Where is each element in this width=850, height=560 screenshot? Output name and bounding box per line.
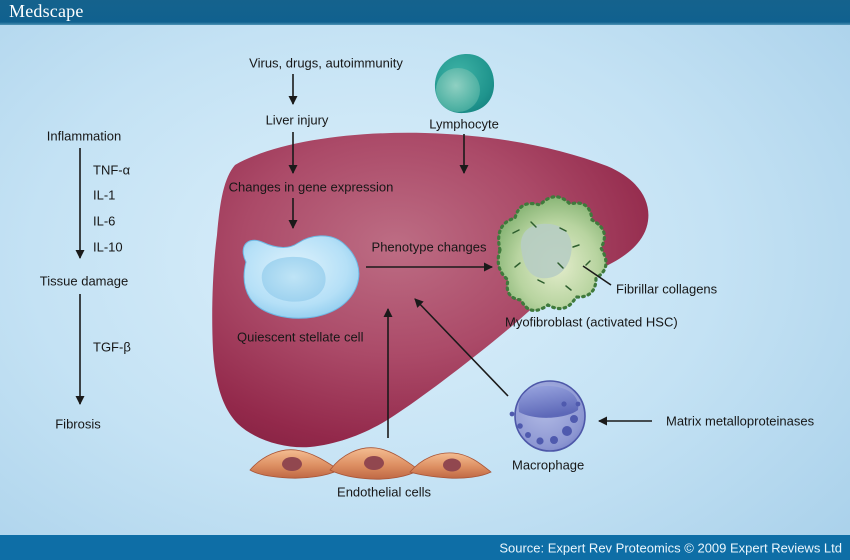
macrophage-cell	[509, 380, 586, 452]
endothelial-cell	[409, 452, 492, 479]
fibrosis-label: Fibrosis	[55, 416, 101, 432]
fibrillar-collagens-label: Fibrillar collagens	[616, 281, 718, 297]
quiescent-stellate-cell-label: Quiescent stellate cell	[237, 329, 364, 345]
endothelial-cells	[249, 447, 492, 480]
il-10-label: IL-10	[93, 239, 123, 255]
arrow-macrophage-to-liver	[414, 298, 509, 397]
endothelial-cell	[329, 447, 420, 480]
tnf-alpha-label: TNF-α	[93, 162, 131, 178]
lymphocyte-cell	[434, 53, 495, 114]
lymphocyte-label: Lymphocyte	[429, 116, 499, 132]
phenotype-changes-label: Phenotype changes	[371, 239, 487, 255]
matrix-metalloproteinases-label: Matrix metalloproteinases	[666, 413, 815, 429]
header-bar: Medscape	[0, 0, 850, 25]
endothelial-cells-label: Endothelial cells	[337, 484, 431, 500]
gene-expression-label: Changes in gene expression	[228, 179, 394, 195]
fibrillar-collagens-pointer-line	[582, 265, 612, 286]
il-1-label: IL-1	[93, 187, 116, 203]
macrophage-vacuoles	[509, 401, 581, 445]
il-6-label: IL-6	[93, 213, 116, 229]
flow-arrows	[75, 74, 652, 438]
myofibroblast-label: Myofibroblast (activated HSC)	[505, 314, 678, 330]
liver-injury-label: Liver injury	[265, 112, 329, 128]
inflammation-label: Inflammation	[46, 128, 122, 144]
tgf-beta-label: TGF-β	[93, 339, 131, 355]
footer-bar: Source: Expert Rev Proteomics © 2009 Exp…	[0, 535, 850, 560]
tissue-damage-label: Tissue damage	[39, 273, 129, 289]
collagen-fibrils	[512, 221, 591, 291]
trigger-label: Virus, drugs, autoimmunity	[249, 55, 403, 71]
source-attribution: Source: Expert Rev Proteomics © 2009 Exp…	[499, 540, 842, 555]
endothelial-cell	[249, 449, 340, 479]
myofibroblast-cell	[496, 195, 608, 312]
medscape-logo: Medscape	[9, 1, 84, 21]
macrophage-label: Macrophage	[512, 457, 585, 473]
quiescent-stellate-cell	[242, 235, 360, 319]
